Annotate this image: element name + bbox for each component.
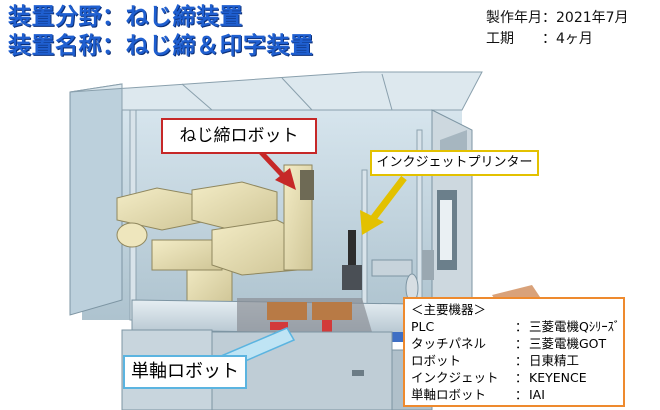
spec-label: PLC: [411, 319, 435, 334]
production-date: 製作年月：2021年7月: [486, 10, 629, 26]
spec-colon: ：: [515, 319, 528, 334]
spec-row-inkjet: インクジェット ： KEYENCE: [411, 369, 623, 386]
spec-label: タッチパネル: [411, 336, 487, 351]
spec-value: 三菱電機GOT: [529, 336, 607, 351]
screw-robot-callout: ねじ締ロボット: [161, 118, 317, 154]
spec-colon: ：: [515, 370, 528, 385]
inkjet-printer-callout: インクジェットプリンター: [370, 150, 539, 176]
spec-label: ロボット: [411, 353, 462, 368]
single-axis-robot-callout: 単軸ロボット: [123, 355, 247, 389]
work-period: 工期 ：4ヶ月: [486, 31, 593, 47]
inkjet-arrow: [369, 175, 407, 223]
spec-row-touch-panel: タッチパネル ： 三菱電機GOT: [411, 335, 623, 352]
spec-value: 日東精工: [529, 353, 580, 368]
spec-row-robot: ロボット ： 日東精工: [411, 352, 623, 369]
field-title: 装置分野：ねじ締装置: [8, 4, 243, 30]
spec-colon: ：: [515, 387, 528, 402]
spec-row-plc: PLC ： 三菱電機Qｼﾘｰｽﾞ: [411, 318, 623, 335]
spec-value: 三菱電機Qｼﾘｰｽﾞ: [529, 319, 621, 334]
spec-label: インクジェット: [411, 370, 499, 385]
device-name-title: 装置名称：ねじ締＆印字装置: [8, 33, 314, 59]
spec-colon: ：: [515, 353, 528, 368]
main-equipment-heading: ＜主要機器＞: [411, 302, 487, 317]
spec-value: IAI: [529, 387, 545, 402]
spec-row-single-axis: 単軸ロボット ： IAI: [411, 386, 623, 403]
inkjet-head: [348, 230, 356, 280]
enclosure-roof: [69, 71, 483, 111]
spec-value: KEYENCE: [529, 370, 587, 385]
spec-label: 単軸ロボット: [411, 387, 487, 402]
enclosure-left-panel: [69, 83, 123, 316]
spec-colon: ：: [515, 336, 528, 351]
main-equipment-box: ＜主要機器＞ PLC ： 三菱電機Qｼﾘｰｽﾞ タッチパネル ： 三菱電機GOT…: [403, 297, 625, 407]
